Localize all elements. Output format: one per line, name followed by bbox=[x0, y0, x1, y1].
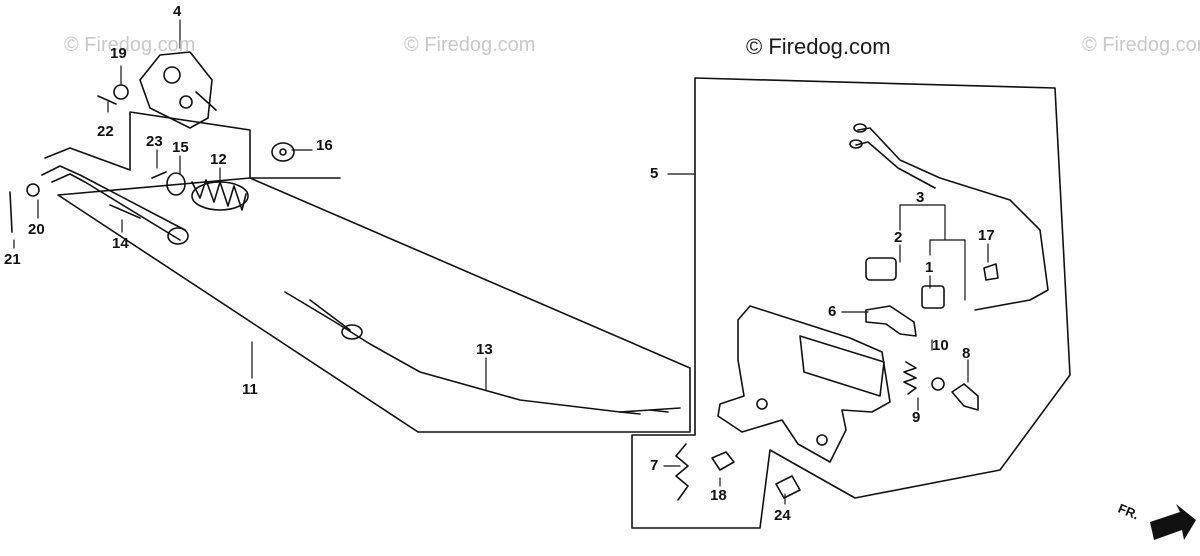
part-washer-16 bbox=[271, 142, 295, 162]
part-bracket-6 bbox=[865, 305, 917, 337]
callout-18: 18 bbox=[710, 487, 727, 504]
group-outline-control-box bbox=[631, 77, 1071, 529]
part-screw-17 bbox=[983, 263, 999, 281]
callout-1: 1 bbox=[925, 259, 934, 276]
callout-22: 22 bbox=[97, 123, 114, 140]
callout-11: 11 bbox=[242, 381, 258, 398]
callout-12: 12 bbox=[210, 151, 227, 168]
group-outline-lever bbox=[44, 111, 691, 433]
part-washer-10 bbox=[931, 377, 945, 391]
callout-14: 14 bbox=[112, 235, 129, 252]
watermark-faint-right: © Firedog.com bbox=[1082, 34, 1200, 56]
direction-arrow-icon bbox=[1150, 504, 1196, 540]
part-washer-19 bbox=[113, 84, 129, 100]
callout-5: 5 bbox=[650, 165, 659, 182]
watermark-faint-left: © Firedog.com bbox=[64, 34, 196, 56]
callout-2: 2 bbox=[894, 229, 903, 246]
callout-4: 4 bbox=[173, 3, 182, 20]
callout-3: 3 bbox=[916, 189, 925, 206]
part-lever-shaft-14 bbox=[41, 165, 189, 245]
part-spring-9 bbox=[903, 361, 917, 395]
part-switch-1 bbox=[921, 285, 945, 309]
watermark-faint-middle: © Firedog.com bbox=[404, 34, 536, 56]
part-knob-8 bbox=[951, 383, 979, 411]
part-switch-2 bbox=[865, 257, 897, 281]
callout-19: 19 bbox=[110, 45, 127, 62]
callout-6: 6 bbox=[828, 303, 837, 320]
part-pin-22 bbox=[97, 95, 117, 105]
part-pin-23 bbox=[151, 171, 167, 179]
callout-8: 8 bbox=[962, 345, 971, 362]
part-washer-15 bbox=[166, 172, 186, 196]
callout-21: 21 bbox=[4, 251, 21, 268]
part-control-base-plate bbox=[717, 305, 891, 463]
part-bolt-18 bbox=[711, 451, 735, 471]
part-bolt-24 bbox=[775, 475, 801, 499]
callout-17: 17 bbox=[978, 227, 995, 244]
callout-9: 9 bbox=[912, 409, 921, 426]
callout-23: 23 bbox=[146, 133, 163, 150]
part-spring-7 bbox=[675, 443, 689, 501]
callout-13: 13 bbox=[476, 341, 493, 358]
part-wire-harness-3 bbox=[849, 123, 1049, 311]
part-spring-12 bbox=[191, 179, 249, 211]
callout-10: 10 bbox=[932, 337, 949, 354]
watermark-main: © Firedog.com bbox=[746, 34, 891, 59]
leader-lines bbox=[13, 19, 989, 505]
callout-20: 20 bbox=[28, 221, 45, 238]
callout-24: 24 bbox=[774, 507, 791, 524]
callout-15: 15 bbox=[172, 139, 189, 156]
part-washer-20 bbox=[26, 183, 40, 197]
callout-7: 7 bbox=[650, 457, 659, 474]
part-cover-plate bbox=[139, 51, 217, 129]
part-cable-13 bbox=[284, 291, 681, 415]
callout-16: 16 bbox=[316, 137, 333, 154]
part-pin-21 bbox=[9, 191, 13, 233]
